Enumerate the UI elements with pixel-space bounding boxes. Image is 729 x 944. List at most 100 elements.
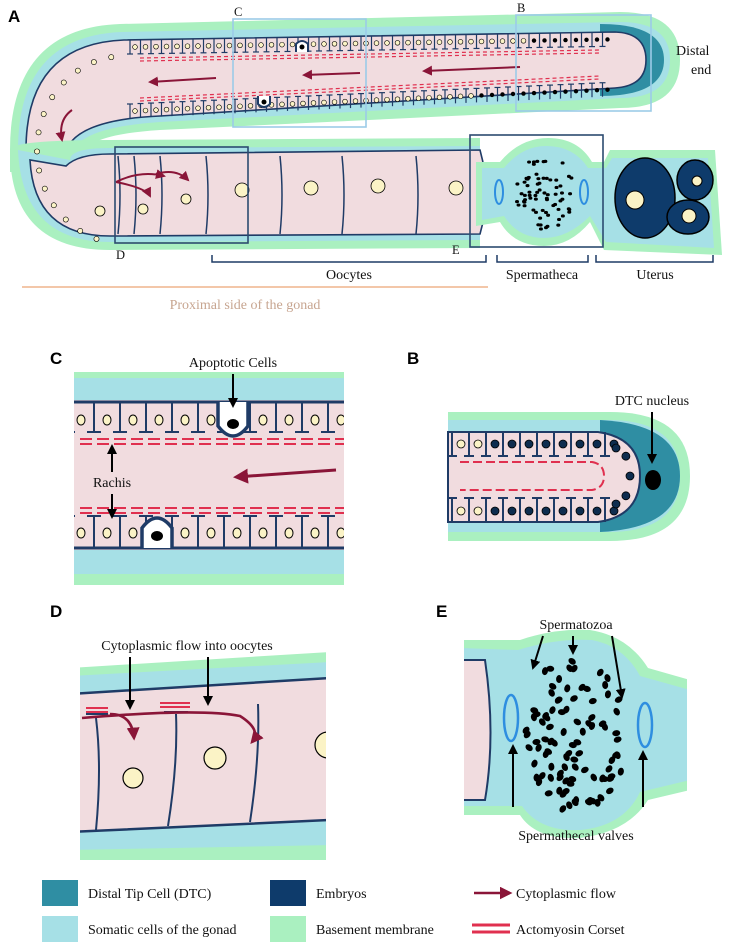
nucleus	[174, 106, 180, 112]
nucleus	[336, 414, 344, 426]
nucleus	[558, 439, 568, 449]
embryo-nucleus	[681, 208, 697, 224]
nucleus	[35, 129, 42, 136]
spermatozoon	[579, 727, 586, 736]
legend-label-membrane: Basement membrane	[316, 923, 434, 938]
spermatozoon	[559, 191, 564, 195]
spermatozoon	[540, 208, 545, 213]
proximal-side-label: Proximal side of the gonad	[170, 298, 321, 313]
spermatozoon	[558, 199, 563, 203]
legend-label-embryos: Embryos	[316, 887, 367, 902]
spermathecal-valves-label: Spermathecal valves	[518, 829, 633, 844]
nucleus	[405, 96, 411, 102]
nucleus	[575, 439, 585, 449]
spermatozoon	[568, 742, 577, 749]
spermatozoon	[538, 216, 543, 220]
spermatozoon	[535, 743, 542, 752]
spermatozoon	[598, 720, 607, 727]
nucleus	[573, 88, 579, 94]
apoptotic-nucleus	[299, 44, 305, 50]
spermatozoon	[522, 193, 527, 197]
nucleus	[510, 91, 516, 97]
nucleus	[489, 38, 495, 44]
nucleus	[405, 39, 411, 46]
nucleus	[268, 42, 275, 48]
inset-box-c	[232, 18, 367, 128]
spermatozoon	[599, 774, 606, 783]
spermatozoon	[538, 227, 543, 231]
spermatozoon	[564, 750, 573, 757]
spermatozoon	[551, 203, 556, 208]
nucleus	[457, 39, 464, 45]
apoptotic-nucleus	[227, 419, 239, 429]
nucleus	[289, 101, 296, 107]
nucleus	[289, 41, 296, 48]
spermatozoon	[515, 200, 520, 204]
spermatozoon	[604, 690, 611, 699]
nucleus	[605, 87, 610, 92]
nucleus	[331, 99, 338, 105]
inset-letter-c: C	[234, 5, 242, 19]
spermatozoon	[571, 763, 579, 771]
spermatozoon	[544, 210, 549, 215]
legend-label-flow: Cytoplasmic flow	[516, 887, 617, 902]
nucleus	[594, 37, 600, 42]
panel-label-d: D	[50, 602, 62, 621]
nucleus	[108, 54, 115, 61]
nucleus	[531, 38, 537, 43]
nucleus	[41, 185, 48, 192]
nucleus	[457, 93, 464, 100]
spermatozoon	[581, 766, 589, 774]
spermatozoon	[548, 762, 555, 771]
nucleus	[384, 96, 390, 103]
spermatozoon	[522, 180, 527, 184]
panel-label-a: A	[8, 7, 20, 26]
spermatozoon	[566, 780, 575, 787]
oocyte-nucleus	[448, 180, 464, 196]
nucleus	[226, 42, 233, 49]
spermatozoon	[573, 796, 580, 805]
spermatozoon	[604, 674, 611, 682]
nucleus	[258, 414, 268, 426]
nucleus	[90, 59, 97, 65]
nucleus	[50, 202, 57, 209]
inset-letter-b: B	[517, 1, 525, 15]
nucleus	[573, 37, 579, 43]
nucleus	[163, 106, 170, 113]
nucleus	[373, 40, 380, 46]
spermatozoon	[545, 224, 550, 228]
spermatozoon	[546, 213, 551, 217]
nucleus	[456, 439, 466, 449]
distal-end-label-1: Distal	[676, 44, 710, 59]
flow-arrow	[422, 65, 521, 76]
oocyte-wall	[159, 155, 163, 235]
spermatheca-label: Spermatheca	[506, 268, 579, 283]
nucleus	[489, 92, 495, 98]
uterus-bracket	[595, 255, 714, 263]
spermatozoon	[566, 174, 571, 178]
spermatozoon	[527, 193, 532, 197]
panel-c: C Apoptotic Cells Rachis	[50, 349, 344, 585]
apoptotic-cells-label: Apoptotic Cells	[189, 356, 277, 371]
spermatozoa-arrow	[611, 635, 626, 699]
spermatozoon	[560, 161, 565, 165]
flow-arrow	[109, 712, 140, 741]
nucleus	[74, 67, 81, 74]
spermatozoon	[516, 203, 521, 207]
oocyte-nucleus	[370, 178, 386, 194]
nucleus	[180, 414, 190, 426]
spermatozoon	[556, 786, 563, 795]
nucleus	[163, 43, 170, 50]
oocyte-nucleus	[122, 767, 144, 789]
dtc-nucleus-label: DTC nucleus	[615, 394, 689, 409]
spermatozoon	[544, 176, 549, 181]
spermatozoon	[607, 773, 616, 780]
nucleus	[394, 96, 401, 102]
spermatozoon	[545, 193, 550, 197]
nucleus	[479, 93, 484, 98]
spermatozoa-a	[515, 159, 574, 231]
spermatozoon	[544, 748, 553, 755]
spermatozoon	[538, 772, 546, 780]
spermatozoon	[588, 714, 596, 721]
